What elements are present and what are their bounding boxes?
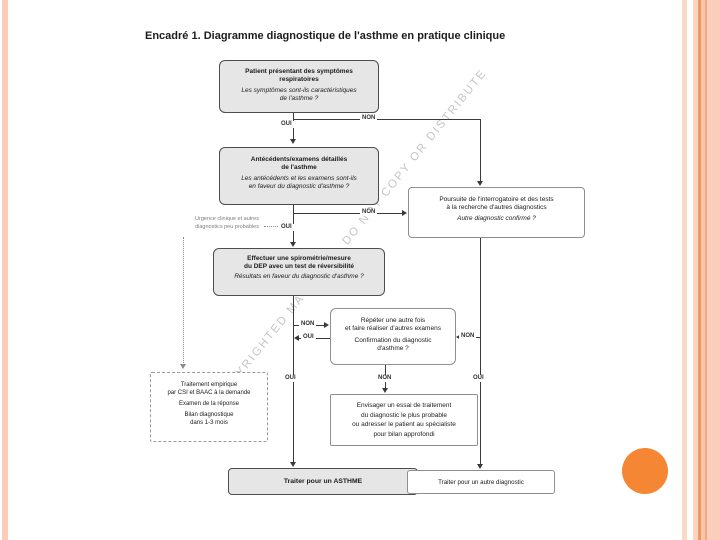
box-text: ou adresser le patient au spécialiste [352,421,456,428]
box-question: Résultats en faveur du diagnostic d'asth… [234,273,364,280]
box-text: Bilan diagnostique [184,412,234,418]
connector-patient-non [293,119,480,120]
oui-label: OUI [471,375,486,382]
box-text: Traitement empirique [180,382,238,388]
flow-box-patient-symptoms: Patient présentant des symptômes respira… [219,60,379,113]
oui-label: OUI [279,121,294,128]
page-title: Encadré 1. Diagramme diagnostique de l'a… [145,30,506,42]
arrowhead [294,335,299,341]
box-text: Répéter une autre fois [360,317,426,324]
right-edge-stripe-5 [705,0,707,540]
accent-circle [622,448,668,494]
arrowhead [290,462,296,467]
right-edge-stripe-6 [707,0,720,540]
box-text: pour bilan approfondi [373,430,435,438]
urgence-note: Urgence clinique et autres diagnostics p… [186,215,268,231]
arrowhead [290,139,296,144]
oui-label: OUI [279,224,294,231]
arrowhead [180,364,186,369]
connector-poursuite-to-autre [480,238,481,466]
non-label: NON [360,115,378,122]
box-text: Envisager un essai de traitement [356,402,452,409]
box-question: de l'asthme ? [279,95,319,102]
connector-antecedents-non [293,213,402,214]
right-edge-stripe-4 [701,0,705,540]
arrowhead [324,322,329,328]
arrowhead [477,181,483,186]
box-question: en faveur du diagnostic d'asthme ? [248,183,350,190]
box-text: du DEP avec un test de réversibilité [243,263,355,270]
box-text: Patient présentant des symptômes [245,68,353,75]
box-text: et faire réaliser d'autres examens [345,325,441,332]
box-question: Les antécédents et les examens sont-ils [241,175,357,182]
box-question: Autre diagnostic confirmé ? [457,215,536,222]
flow-box-poursuite-tests: Poursuite de l'interrogatoire et des tes… [408,187,585,238]
non-label: NON [376,375,394,382]
note-text: Urgence clinique et autres [195,216,259,222]
box-text: à la recherche d'autres diagnostics [446,204,547,211]
connector-non-to-poursuite-top [480,119,481,182]
box-question: d'asthme ? [377,345,409,352]
box-text: respiratoires [279,76,319,83]
flow-box-antecedents: Antécédents/examens détaillés de l'asthm… [219,147,379,205]
oui-label: OUI [301,334,316,341]
note-text: diagnostics peu probables [195,224,259,230]
arrowhead [456,334,461,340]
arrowhead [290,242,296,247]
flow-box-spirometrie: Effectuer une spirométrie/mesure du DEP … [213,248,385,296]
non-label: NON [299,321,317,328]
flow-box-repeter-examens: Répéter une autre fois et faire réaliser… [330,308,456,365]
box-text: Antécédents/examens détaillés [250,156,348,163]
box-text: Examen de la réponse [178,401,240,407]
arrowhead [382,388,388,393]
box-question: Confirmation du diagnostic [354,337,432,344]
box-text: Poursuite de l'interrogatoire et des tes… [439,196,554,203]
box-text: du diagnostic le plus probable [360,411,447,419]
non-label: NON [459,333,477,340]
flow-box-traitement-empirique: Traitement empirique par CSI et BAAC à l… [150,372,268,442]
flow-box-traiter-autre-diagnostic: Traiter pour un autre diagnostic [407,470,555,494]
box-text: de l'asthme [281,164,317,171]
flow-box-essai-traitement: Envisager un essai de traitement du diag… [330,394,478,446]
arrowhead [402,210,407,216]
box-question: Les symptômes sont-ils caractéristiques [241,87,357,94]
right-edge-stripe-2 [693,0,698,540]
box-text: dans 1-3 mois [190,420,228,426]
oui-label: OUI [283,375,298,382]
arrowhead [477,464,483,469]
box-text: par CSI et BAAC à la demande [167,390,251,396]
box-text: Effectuer une spirométrie/mesure [247,255,351,262]
dotted-leader-urgence [264,226,280,227]
flow-box-traiter-asthme: Traiter pour un ASTHME [228,468,418,495]
right-edge-stripe-1 [682,0,687,540]
right-edge-stripe-3 [698,0,701,540]
non-label: NON [360,209,378,216]
left-edge-stripe [2,0,8,540]
dotted-line-to-empirique [183,237,184,365]
